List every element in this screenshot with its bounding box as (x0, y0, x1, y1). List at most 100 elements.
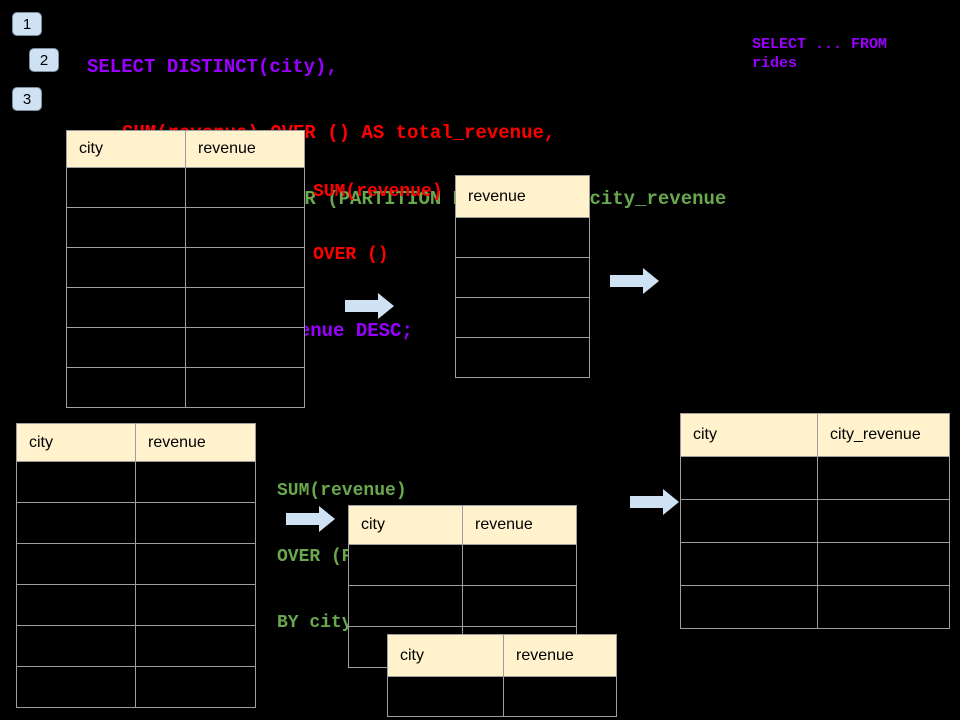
table-cell (66, 327, 186, 368)
table-row (66, 327, 305, 368)
table-cell (387, 676, 504, 717)
table-cell (185, 247, 305, 288)
column-header-city: city (680, 413, 818, 457)
table-cell (135, 502, 256, 544)
arrow-head (378, 293, 394, 319)
arrow-body (286, 513, 319, 525)
table-row (16, 502, 256, 544)
table-body (66, 167, 305, 408)
table-cell (185, 327, 305, 368)
city-revenue-table: city city_revenue (680, 413, 950, 629)
from-rides-note: SELECT ... FROM rides (752, 36, 888, 72)
sql-line-select: SELECT DISTINCT(city), (87, 56, 338, 78)
arrow-body (345, 300, 378, 312)
table-row (16, 625, 256, 667)
table-row (680, 456, 950, 500)
table-cell (135, 666, 256, 708)
table-cell (185, 287, 305, 328)
table-body (680, 456, 950, 629)
column-header-city-revenue: city_revenue (817, 413, 950, 457)
column-header-revenue: revenue (462, 505, 577, 545)
table-body (16, 461, 256, 708)
table-cell (135, 461, 256, 503)
table-row (680, 499, 950, 543)
table-body (387, 676, 617, 717)
table-cell (66, 247, 186, 288)
table-cell (66, 207, 186, 248)
source-table-bottom: city revenue (16, 423, 256, 708)
table-cell (503, 676, 617, 717)
arrow-right-icon (630, 489, 680, 515)
table-cell (16, 502, 136, 544)
table-cell (135, 625, 256, 667)
table-cell (135, 543, 256, 585)
arrow-right-icon (610, 268, 660, 294)
table-row (680, 542, 950, 586)
table-cell (135, 584, 256, 626)
table-cell (817, 542, 950, 586)
column-header-city: city (16, 423, 136, 462)
table-row (455, 257, 590, 298)
table-row (66, 167, 305, 208)
column-header-revenue: revenue (185, 130, 305, 168)
table-row (66, 287, 305, 328)
annotation-line: SUM(revenue) (277, 481, 407, 501)
table-cell (455, 297, 590, 338)
arrow-head (319, 506, 335, 532)
table-cell (185, 207, 305, 248)
column-header-city: city (387, 634, 504, 677)
table-body (455, 217, 590, 378)
table-cell (16, 666, 136, 708)
table-row (66, 207, 305, 248)
table-cell (462, 585, 577, 627)
table-cell (462, 544, 577, 586)
step-badge-3: 3 (12, 87, 42, 111)
table-row (66, 247, 305, 288)
table-cell (680, 499, 818, 543)
table-cell (455, 257, 590, 298)
partition-table-overlay: city revenue (387, 634, 617, 717)
arrow-right-icon (286, 506, 336, 532)
table-row (66, 367, 305, 408)
table-row (348, 585, 577, 627)
arrow-body (610, 275, 643, 287)
table-cell (680, 585, 818, 629)
table-cell (455, 217, 590, 258)
table-cell (680, 542, 818, 586)
column-header-city: city (66, 130, 186, 168)
column-header-revenue: revenue (455, 175, 590, 218)
table-cell (817, 456, 950, 500)
total-revenue-table: revenue (455, 175, 590, 378)
table-row (387, 676, 617, 717)
column-header-revenue: revenue (503, 634, 617, 677)
table-row (455, 297, 590, 338)
total-revenue-annotation: SUM(revenue) OVER () (313, 140, 443, 287)
table-row (455, 217, 590, 258)
table-row (455, 337, 590, 378)
table-cell (66, 167, 186, 208)
column-header-revenue: revenue (135, 423, 256, 462)
table-cell (66, 367, 186, 408)
table-cell (16, 584, 136, 626)
table-row (16, 543, 256, 585)
table-row (348, 544, 577, 586)
table-cell (817, 499, 950, 543)
table-cell (348, 544, 463, 586)
table-row (16, 666, 256, 708)
step-badge-1: 1 (12, 12, 42, 36)
arrow-head (663, 489, 679, 515)
table-cell (455, 337, 590, 378)
step-badge-2: 2 (29, 48, 59, 72)
table-cell (817, 585, 950, 629)
arrow-right-icon (345, 293, 395, 319)
table-cell (66, 287, 186, 328)
table-cell (16, 461, 136, 503)
table-cell (16, 625, 136, 667)
annotation-line: SUM(revenue) (313, 182, 443, 202)
table-row (680, 585, 950, 629)
column-header-city: city (348, 505, 463, 545)
table-cell (680, 456, 818, 500)
table-cell (16, 543, 136, 585)
table-row (16, 461, 256, 503)
arrow-body (630, 496, 663, 508)
